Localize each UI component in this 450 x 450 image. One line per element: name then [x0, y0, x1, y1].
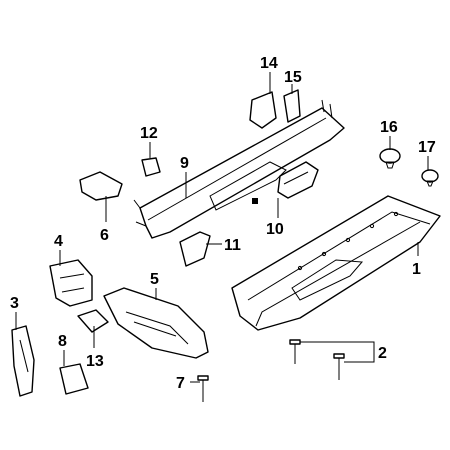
- part-8-bracket: [59, 363, 89, 395]
- callout-15: 15: [284, 69, 302, 86]
- callout-16: 16: [380, 119, 398, 136]
- callout-9: 9: [180, 155, 189, 172]
- leader-lines: [15, 72, 429, 383]
- callout-6: 6: [100, 227, 109, 244]
- callout-7: 7: [176, 375, 185, 392]
- callout-2: 2: [378, 345, 387, 362]
- callout-14: 14: [260, 55, 278, 72]
- callout-13: 13: [86, 353, 104, 370]
- part-5-bumper-cover: [103, 287, 209, 359]
- part-1-running-board: [231, 195, 441, 331]
- callout-11: 11: [224, 237, 241, 254]
- part-6-small-bracket: [79, 171, 123, 201]
- part-17-retainer: [421, 169, 439, 187]
- part-7-bolt: [197, 375, 209, 402]
- callout-5: 5: [150, 271, 159, 288]
- part-13-plate: [77, 309, 109, 333]
- callout-4: 4: [54, 233, 63, 250]
- part-12-clip: [141, 157, 161, 177]
- part-15-absorber: [283, 89, 301, 123]
- marker-square: [252, 198, 258, 204]
- callout-12: 12: [140, 125, 158, 142]
- part-2-bolts: [289, 339, 345, 380]
- part-16-push-pin: [379, 148, 401, 169]
- part-14-absorber: [249, 91, 277, 129]
- callout-3: 3: [10, 295, 19, 312]
- callout-8: 8: [58, 333, 67, 350]
- part-3-side-support: [11, 325, 35, 397]
- callout-10: 10: [266, 221, 284, 238]
- part-11-clip-bracket: [179, 231, 211, 267]
- callout-1: 1: [412, 261, 421, 278]
- callout-17: 17: [418, 139, 436, 156]
- part-10-bracket: [277, 161, 319, 199]
- part-4-side-bracket: [49, 259, 93, 307]
